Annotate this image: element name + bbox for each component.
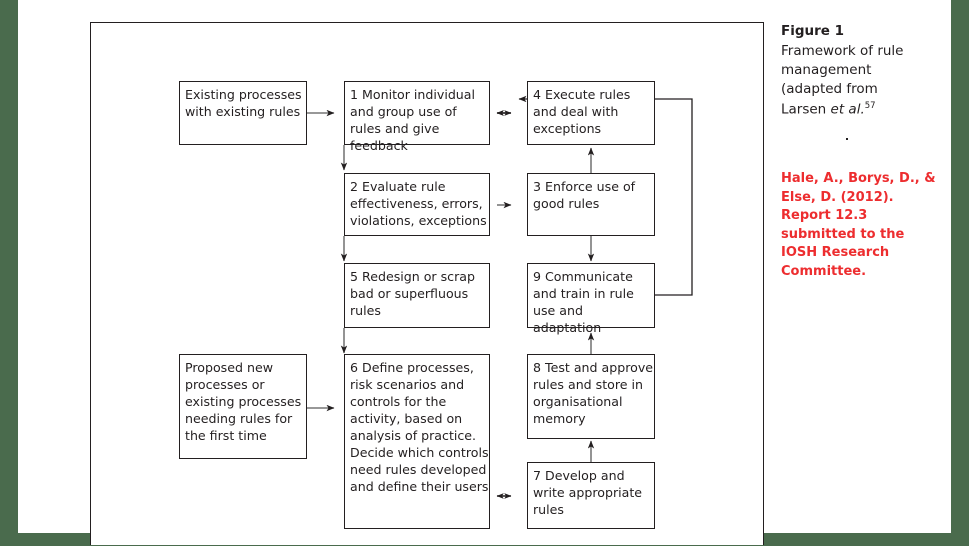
figure-frame: Existing processes with existing rules 1… [90, 22, 764, 545]
figure-caption-text: Framework of rule management (adapted fr… [781, 42, 931, 119]
paper-page: Existing processes with existing rules 1… [18, 0, 951, 545]
node-existing-processes[interactable]: Existing processes with existing rules [179, 81, 307, 145]
caption-line-1: Framework of rule [781, 43, 904, 60]
caption-line-2: management [781, 62, 872, 79]
node-3-enforce[interactable]: 3 Enforce use of good rules [527, 173, 655, 236]
node-9-communicate[interactable]: 9 Communicate and train in rule use and … [527, 263, 655, 335]
citation-note: Hale, A., Borys, D., & Else, D. (2012). … [781, 171, 936, 279]
node-proposed-processes[interactable]: Proposed new processes or existing proce… [179, 354, 307, 459]
node-2-evaluate[interactable]: 2 Evaluate rule effectiveness, errors, v… [344, 173, 490, 236]
flowchart-diagram: Existing processes with existing rules 1… [91, 23, 765, 546]
node-1-monitor[interactable]: 1 Monitor individual and group use of ru… [344, 81, 490, 153]
node-6-define[interactable]: 6 Define processes, risk scenarios and c… [344, 354, 490, 529]
node-5-redesign[interactable]: 5 Redesign or scrap bad or superfluous r… [344, 263, 490, 328]
figure-caption: Figure 1 Framework of rule management (a… [781, 22, 931, 140]
node-8-test[interactable]: 8 Test and approve rules and store in or… [527, 354, 655, 439]
caption-line-3: (adapted from [781, 81, 878, 98]
caption-line-4-pre: Larsen [781, 101, 831, 118]
caption-et-al: et al. [830, 101, 865, 118]
node-7-develop[interactable]: 7 Develop and write appropriate rules [527, 462, 655, 529]
node-4-execute[interactable]: 4 Execute rules and deal with exceptions [527, 81, 655, 145]
stray-period-mark [846, 138, 848, 140]
figure-label: Figure 1 [781, 23, 845, 39]
caption-superscript: 57 [864, 100, 876, 111]
